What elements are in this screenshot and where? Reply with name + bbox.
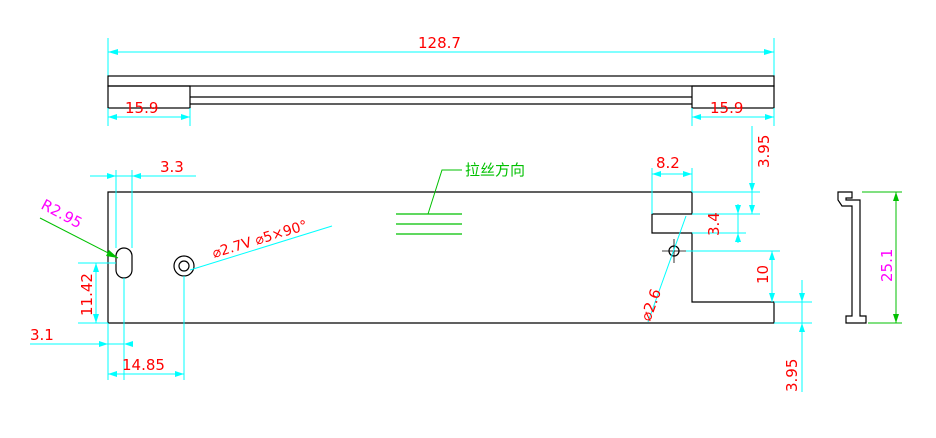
mounting-slot [115,247,133,279]
notch-width-label: 8.2 [656,154,680,172]
slot-height-label: 11.42 [78,273,96,316]
hole-edge-arrow-a [769,251,775,260]
front-view: 拉丝方向 3.3 R2.95 11.42 3.1 14.85 [30,126,812,392]
top-view: 128.7 15.9 15.9 [107,34,775,126]
brushed-leader [427,169,462,215]
notch-width-arrow-a [652,171,661,177]
bottom-margin-arrow-b [799,323,805,332]
slot-radius-leader [39,217,119,259]
hole-edge-arrow-b [769,293,775,302]
side-height-arrow-bottom [893,314,899,323]
slot-height-arrow-top [93,263,99,272]
side-profile-outline [837,191,867,324]
hole-offset-arrow-a [107,173,116,179]
right-end-arrow-a [692,114,701,120]
notch-height-label: 3.4 [705,212,723,236]
slot-x-arrow-b [124,341,133,347]
slot-height-arrow-bottom [93,314,99,323]
hole-spacing-arrow-a [108,371,117,377]
left-end-arrow-a [108,114,117,120]
notch-width-arrow-b [683,171,692,177]
slot-radius-arrow [106,250,118,258]
overall-length-arrow-right [764,49,774,55]
bottom-margin-arrow-a [799,293,805,302]
hole-diameter-leader [647,215,687,323]
notch-height-arrow-a [735,205,741,214]
top-margin-label: 3.95 [755,135,773,168]
overall-length-label: 128.7 [418,34,461,52]
left-end-width-label: 15.9 [125,99,158,117]
side-height-arrow-top [893,192,899,201]
bottom-margin-label: 3.95 [783,359,801,392]
side-view: 25.1 [837,191,902,324]
countersink-note-label: ⌀2.7V ⌀5×90° [210,218,309,262]
top-margin-arrow-b [749,205,755,214]
notch-height-arrow-b [735,233,741,242]
hole-offset-arrow-b [132,173,141,179]
brushed-direction-label: 拉丝方向 [465,161,525,179]
hole-to-edge-label: 10 [754,265,772,284]
slot-x-arrow-a [99,341,108,347]
hole-diameter-label: ⌀2.6 [637,286,665,323]
slot-x-offset-label: 3.1 [30,326,54,344]
left-end-arrow-b [181,114,190,120]
countersink-leader [189,225,333,271]
countersink-inner-circle [178,260,190,272]
right-end-width-label: 15.9 [710,99,743,117]
top-margin-arrow-a [749,183,755,192]
overall-length-arrow-left [108,49,118,55]
hole-offset-label: 3.3 [160,158,184,176]
hole-spacing-label: 14.85 [122,356,165,374]
hole-spacing-arrow-b [175,371,184,377]
countersink-outer-circle [173,255,195,277]
right-end-arrow-b [765,114,774,120]
side-height-label: 25.1 [878,249,896,282]
top-profile-bar [107,75,775,87]
slot-radius-label: R2.95 [38,196,85,232]
